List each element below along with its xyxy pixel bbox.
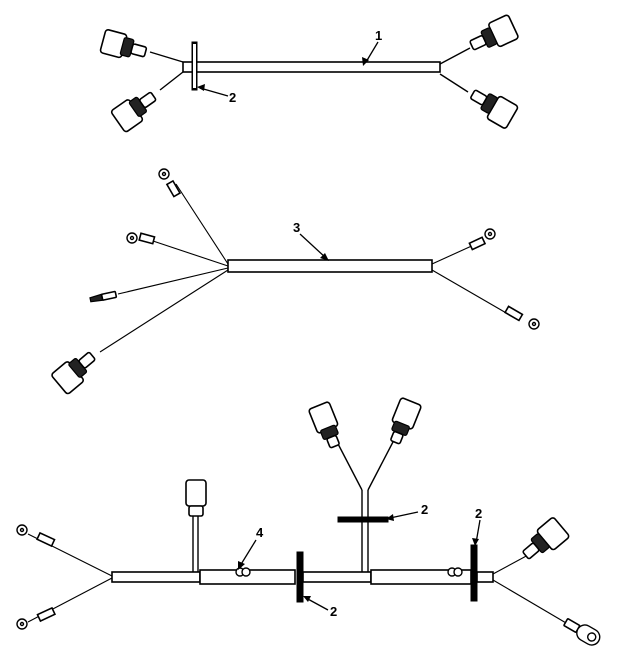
callout-3-label: 3	[293, 220, 300, 235]
callout-1-label: 1	[375, 28, 382, 43]
callout-2-right-leader	[389, 511, 419, 519]
harness-1-connector-lower-left	[110, 91, 157, 133]
callout-4-arrow	[238, 561, 245, 570]
harness-4-clamp-vertical	[337, 516, 389, 523]
callout-2-right-arrow	[386, 514, 394, 521]
harness-4-ring-terminal-left-bottom	[16, 606, 57, 630]
callout-2-top-arrow	[197, 84, 205, 91]
harness-1-wire-left-lower	[159, 71, 184, 91]
harness-4-tie-4	[453, 567, 463, 577]
callout-2-bottom-arrow	[303, 596, 311, 602]
callout-3-arrow	[320, 253, 329, 261]
callout-2-bottom-label: 2	[330, 604, 337, 619]
harness-4-wire-right-upper	[492, 553, 531, 575]
harness-1-wire-right-lower	[439, 73, 469, 93]
harness-4-trunk-right	[476, 571, 494, 583]
callout-2-right-label: 2	[421, 502, 428, 517]
harness-1-wire-left-upper	[149, 51, 184, 63]
harness-3-wire-1	[175, 183, 229, 265]
harness-1: 1 2	[99, 14, 519, 133]
harness-3-wire-right-lower	[431, 269, 509, 315]
harness-4-connector-right	[522, 517, 570, 560]
harness-3-pin-terminal	[89, 290, 118, 303]
harness-1-connector-upper-right	[469, 14, 519, 51]
harness-4-wire-right-lower	[492, 579, 579, 631]
callout-1-leader	[365, 41, 379, 63]
callout-2-far-right-label: 2	[475, 506, 482, 521]
harness-4-connector-top-left	[185, 479, 207, 517]
harness-1-wire-right-upper	[439, 47, 471, 65]
callout-4-leader	[239, 539, 257, 567]
callout-4-label: 4	[256, 525, 264, 540]
harness-3-ring-terminal-left	[126, 232, 156, 245]
callout-1-arrow	[362, 57, 369, 66]
harness-3-ring-terminal-top	[158, 168, 182, 198]
harness-3: 3	[51, 168, 540, 395]
harness-4: 4 2 2 2	[16, 397, 601, 646]
harness-3-wire-2	[149, 239, 229, 267]
harness-4-ring-terminal-left-top	[16, 524, 56, 548]
harness-3-trunk	[227, 259, 433, 273]
callout-3-leader	[299, 233, 327, 259]
harness-4-clamp-center	[296, 551, 304, 603]
harness-3-ring-terminal-right-bottom	[503, 305, 540, 330]
harness-3-connector-bottom-left	[51, 351, 96, 395]
harness-4-lug-terminal	[563, 618, 601, 646]
harness-3-wire-3	[117, 267, 229, 295]
harness-3-wire-4	[99, 269, 229, 353]
harness-4-y-wire-left	[335, 439, 363, 491]
harness-3-ring-terminal-right-top	[468, 228, 496, 251]
harness-1-connector-upper-left	[99, 29, 148, 59]
callout-2-bottom-leader	[305, 597, 329, 611]
harness-1-connector-lower-right	[470, 89, 519, 129]
harness-3-wire-right-upper	[431, 243, 477, 265]
harness-4-connector-y-right	[390, 397, 422, 445]
harness-1-clamp-inner	[193, 44, 196, 88]
harness-4-tie-2	[241, 567, 251, 577]
harness-4-y-wire-right	[367, 439, 395, 491]
harness-4-connector-y-left	[308, 401, 340, 449]
harness-4-clamp-right	[470, 544, 478, 602]
callout-2-top-leader	[199, 87, 229, 97]
harness-4-trunk-left	[111, 571, 201, 583]
callout-2-top-label: 2	[229, 90, 236, 105]
harness-4-trunk-center	[302, 571, 372, 583]
harness-1-trunk	[182, 61, 441, 73]
callout-2-far-right-arrow	[472, 538, 479, 546]
